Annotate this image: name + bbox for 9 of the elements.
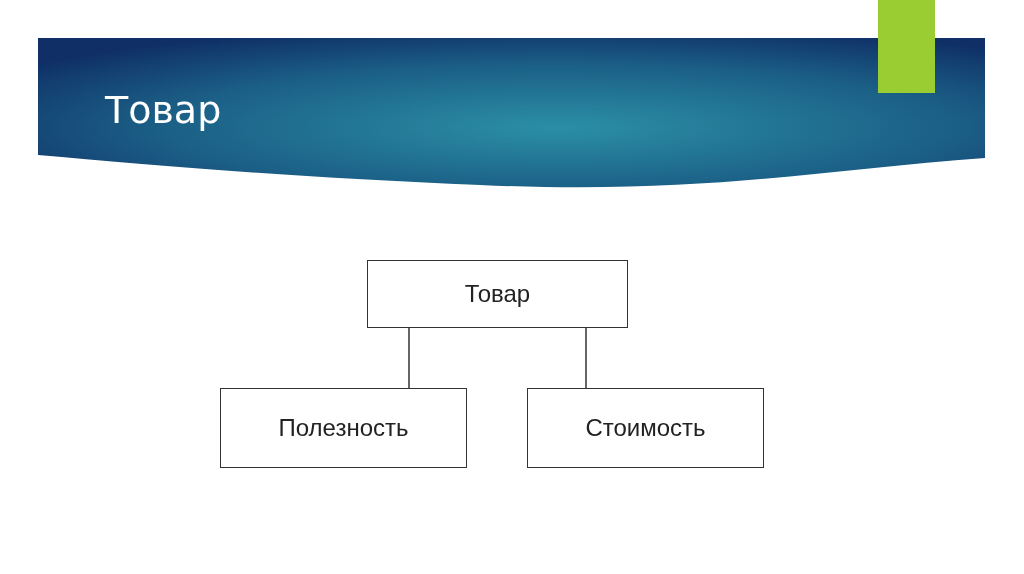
concept-box: [527, 388, 764, 468]
connector-line: [585, 327, 587, 389]
concept-box: [367, 260, 628, 328]
connector-line: [408, 327, 410, 389]
concept-box: [220, 388, 467, 468]
slide-title: Товар: [105, 88, 222, 132]
box-label: Товар: [464, 280, 531, 308]
box-label: Стоимость: [585, 414, 706, 442]
box-label: Полезность: [278, 414, 409, 442]
